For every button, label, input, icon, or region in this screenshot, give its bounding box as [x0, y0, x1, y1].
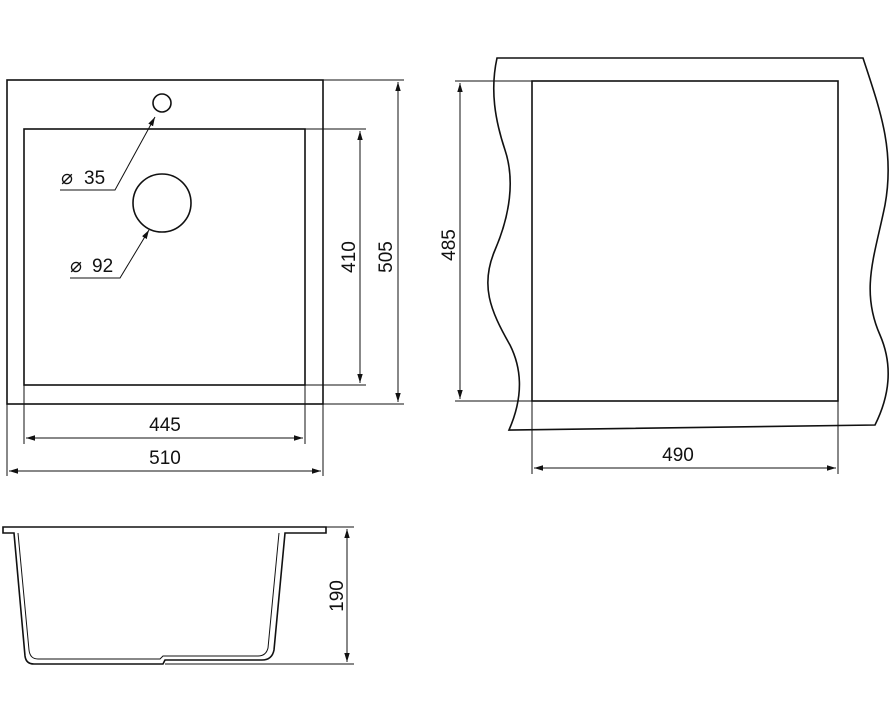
sink-side-outline: [2, 526, 327, 665]
outer-height-label: 505: [376, 241, 397, 273]
depth-label: 190: [327, 580, 348, 612]
bowl-outline: [23, 128, 306, 386]
cutout-view: 485 490: [439, 57, 890, 474]
drain-diameter-label: 92: [92, 256, 113, 277]
drain-diameter-symbol: ⌀: [70, 255, 82, 277]
tap-hole-icon: [152, 93, 172, 113]
drain-leader: [70, 229, 150, 279]
cutout-width-label: 490: [662, 445, 694, 466]
bowl-height-label: 410: [339, 241, 360, 273]
tap-hole-diameter-symbol: ⌀: [61, 167, 73, 189]
sink-outer-outline: [6, 79, 324, 405]
tap-hole-diameter-label: 35: [84, 168, 105, 189]
outer-width-label: 510: [149, 448, 181, 469]
side-view: 190: [2, 526, 354, 665]
cutout-height-label: 485: [439, 229, 460, 261]
drain-hole-icon: [132, 173, 192, 233]
bowl-width-label: 445: [149, 415, 181, 436]
tap-hole-leader: [60, 116, 156, 191]
countertop-outline: [487, 57, 890, 431]
cutout-outline: [531, 80, 839, 402]
top-view: ⌀ 35 ⌀ 92 410 505 445 510: [6, 79, 404, 476]
sink-side-inner: [17, 532, 280, 660]
